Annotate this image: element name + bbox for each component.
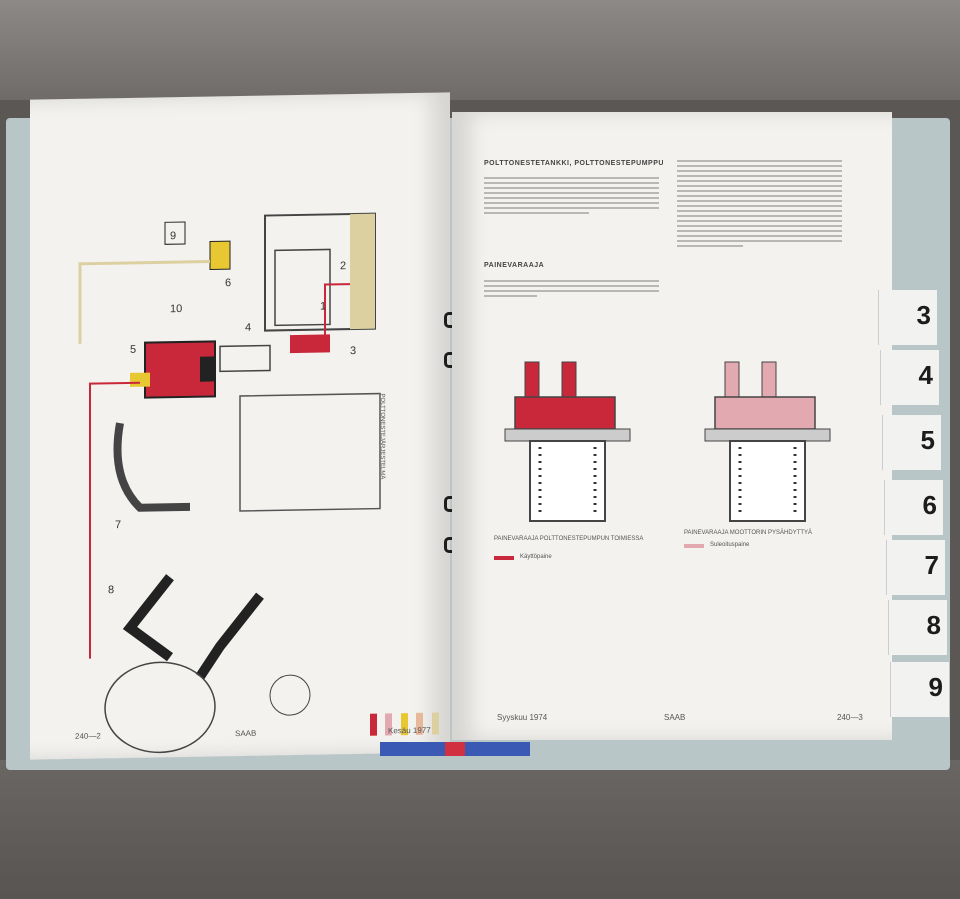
diagram-number: 4 bbox=[245, 322, 251, 334]
subheading: PAINEVARAAJA bbox=[484, 262, 545, 269]
right-page: POLTTONESTETANKKI, POLTTONESTEPUMPPU PAI… bbox=[452, 112, 892, 740]
right-brand-logo: SAAB bbox=[664, 713, 686, 722]
legend-residual-swatch bbox=[684, 544, 704, 548]
tab-label: 3 bbox=[916, 300, 931, 330]
caption-stopped: PAINEVARAAJA MOOTTORIN PYSÄHDYTTYÄ bbox=[684, 530, 813, 536]
diagram-number: 8 bbox=[108, 584, 114, 596]
accumulator-paragraph bbox=[484, 277, 659, 300]
tab-3[interactable]: 3 bbox=[878, 290, 937, 345]
diagram-number: 10 bbox=[170, 303, 182, 315]
numbered-list bbox=[677, 157, 842, 250]
couch-seat bbox=[0, 760, 960, 899]
left-page-date: Kesäu 1977 bbox=[388, 725, 431, 736]
accumulator-diagram-active bbox=[504, 361, 631, 522]
intro-paragraph bbox=[484, 174, 659, 217]
legend-title: POLTTONESTEJÄRJESTELMÄ bbox=[379, 393, 385, 480]
tab-label: 8 bbox=[926, 610, 941, 640]
tab-9[interactable]: 9 bbox=[890, 662, 949, 717]
tab-label: 7 bbox=[924, 550, 939, 580]
left-brand-logo: SAAB bbox=[235, 728, 257, 739]
tab-label: 5 bbox=[920, 425, 935, 455]
legend-residual-label: Suleoituspaine bbox=[710, 542, 750, 548]
tab-label: 4 bbox=[918, 360, 933, 390]
legend-swatch-tan bbox=[431, 712, 439, 735]
tab-5[interactable]: 5 bbox=[882, 415, 941, 470]
fuel-system-diagram: 1 2 3 4 5 6 7 8 9 10 bbox=[78, 212, 381, 754]
right-page-number: 240—3 bbox=[837, 713, 863, 722]
couch-backrest bbox=[0, 0, 960, 100]
left-page: 1 2 3 4 5 6 7 8 9 10 POLTTONESTEJÄRJESTE… bbox=[30, 92, 450, 760]
diagram-number: 6 bbox=[225, 277, 231, 289]
diagram-number: 1 bbox=[320, 300, 326, 312]
diagram-number: 3 bbox=[350, 345, 356, 357]
left-page-number: 240—2 bbox=[75, 731, 101, 741]
section-heading: POLTTONESTETANKKI, POLTTONESTEPUMPPU bbox=[484, 160, 664, 167]
diagram-number: 2 bbox=[340, 260, 346, 272]
legend-swatch-red bbox=[370, 713, 377, 736]
tab-6[interactable]: 6 bbox=[884, 480, 943, 535]
right-page-date: Syyskuu 1974 bbox=[497, 713, 548, 722]
tab-label: 6 bbox=[922, 490, 937, 520]
tab-8[interactable]: 8 bbox=[888, 600, 947, 655]
legend-operating-swatch bbox=[494, 556, 514, 560]
caption-active: PAINEVARAAJA POLTTONESTEPUMPUN TOIMIESSA bbox=[494, 536, 644, 542]
tab-7[interactable]: 7 bbox=[886, 540, 945, 595]
diagram-number: 5 bbox=[130, 344, 136, 356]
accumulator-diagram-stopped bbox=[704, 361, 831, 522]
tab-label: 9 bbox=[928, 672, 943, 702]
bottom-index-tab-red bbox=[445, 742, 465, 756]
diagram-number: 7 bbox=[115, 519, 121, 531]
diagram-number: 9 bbox=[170, 230, 176, 242]
legend-operating-label: Käyttöpaine bbox=[520, 554, 552, 560]
tab-4[interactable]: 4 bbox=[880, 350, 939, 405]
